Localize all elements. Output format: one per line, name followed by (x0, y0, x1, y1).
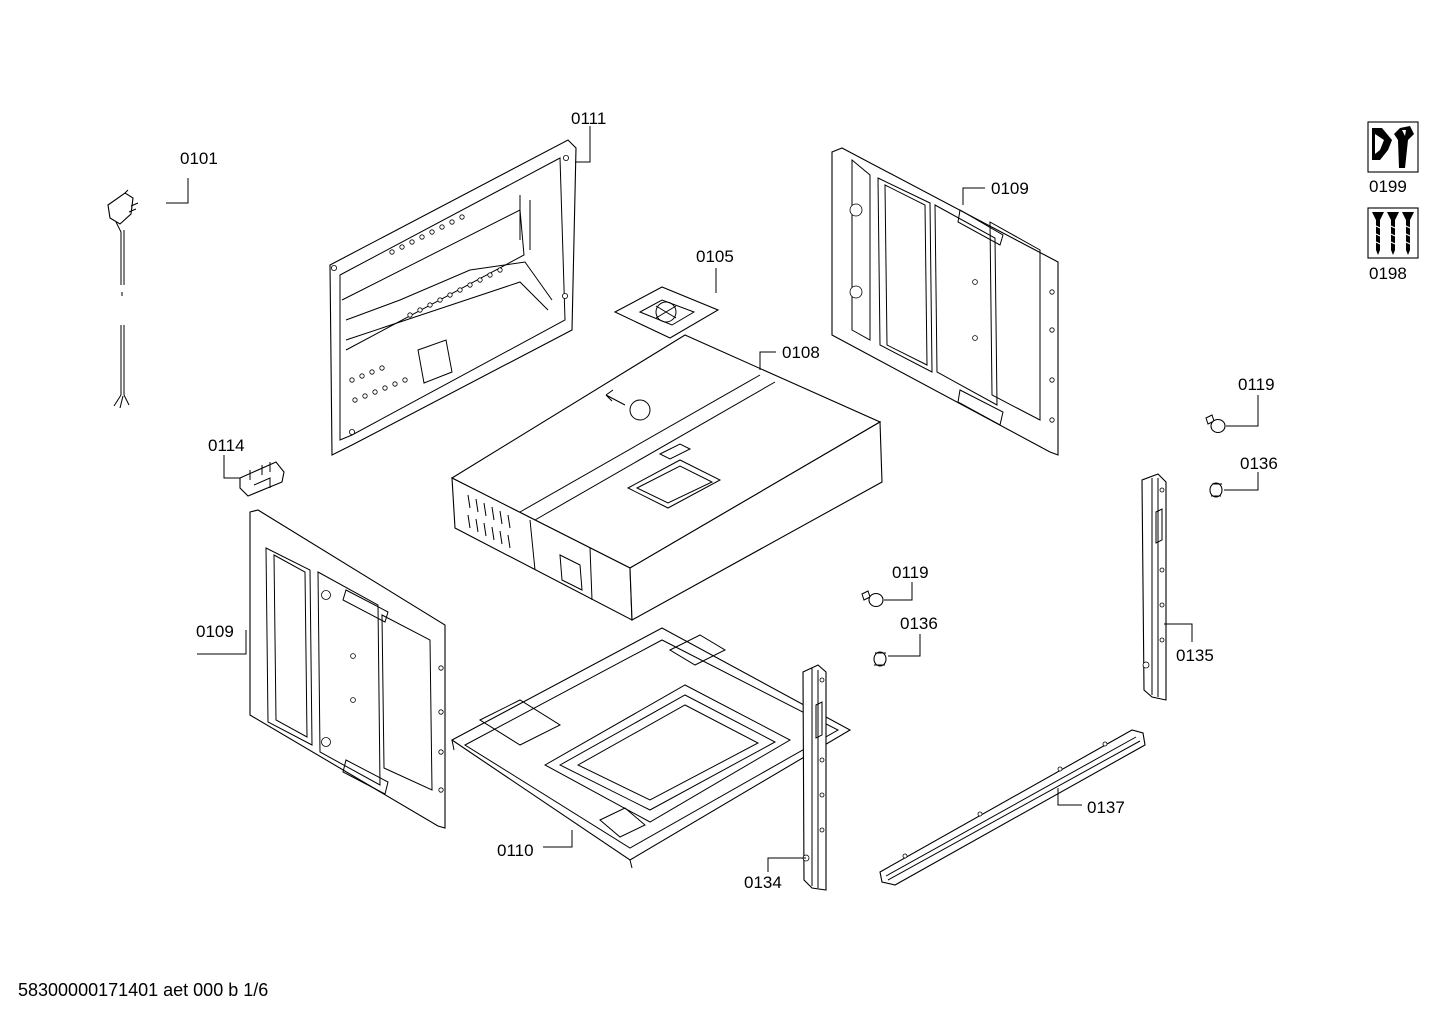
part-0119-knob-center[interactable]: 0119 (861, 563, 929, 608)
service-kit-0199[interactable]: 0199 (1367, 121, 1419, 196)
part-0109-right-side-panel[interactable]: 0109 (831, 147, 1059, 456)
screws-icon (1372, 212, 1414, 255)
callout-0198: 0198 (1369, 264, 1407, 283)
rear-panel-vent-holes (330, 154, 570, 435)
callout-0135: 0135 (1176, 646, 1214, 665)
callout-0109-left: 0109 (196, 622, 234, 641)
part-0105-top-pad[interactable]: 0105 (613, 247, 734, 339)
part-0108-top-cover[interactable]: 0108 (450, 334, 883, 621)
part-0136-bushing-right[interactable]: 0136 (1209, 454, 1278, 498)
callout-0136-center: 0136 (900, 614, 938, 633)
callout-0114: 0114 (208, 436, 245, 455)
callout-0137: 0137 (1087, 798, 1125, 817)
part-0114-bracket[interactable]: 0114 (208, 436, 285, 497)
part-0119-knob-right[interactable]: 0119 (1205, 375, 1275, 434)
callout-0136-right: 0136 (1240, 454, 1278, 473)
part-0109-left-side-panel[interactable]: 0109 (196, 509, 446, 829)
part-0101-power-cord[interactable]: 0101 (107, 149, 218, 409)
part-0136-bushing-center[interactable]: 0136 (873, 614, 938, 667)
part-0111-rear-panel[interactable]: 0111 (329, 109, 606, 456)
callout-0101: 0101 (180, 149, 218, 168)
part-0110-bottom-panel[interactable]: 0110 (450, 627, 852, 869)
callout-0111: 0111 (571, 109, 606, 128)
part-0135-guide-rail[interactable]: 0135 (1141, 473, 1214, 701)
callout-0119-right: 0119 (1238, 375, 1275, 394)
callout-0105: 0105 (696, 247, 734, 266)
callout-0108: 0108 (782, 343, 820, 362)
part-0134-guide-rail[interactable]: 0134 (744, 664, 827, 892)
top-cover-vent-slots (467, 494, 511, 549)
callout-0119-center: 0119 (892, 563, 929, 582)
document-reference: 58300000171401 aet 000 b 1/6 (18, 980, 269, 1000)
callout-0134: 0134 (744, 873, 782, 892)
callout-0199: 0199 (1369, 177, 1407, 196)
callout-0110: 0110 (497, 841, 534, 860)
wrench-icon (1372, 126, 1414, 168)
part-0137-strip[interactable]: 0137 (879, 729, 1146, 886)
callout-0109-top: 0109 (991, 179, 1029, 198)
screw-kit-0198[interactable]: 0198 (1367, 207, 1419, 283)
